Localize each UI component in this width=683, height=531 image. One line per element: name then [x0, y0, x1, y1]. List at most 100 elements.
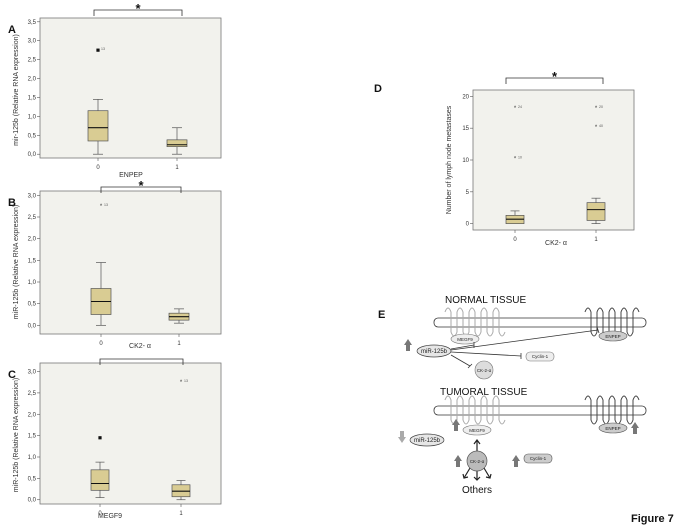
- significance-star: *: [135, 1, 141, 16]
- significance-bracket: [93, 9, 183, 16]
- mir125b-node-tumoral: [409, 433, 445, 447]
- box: [166, 139, 188, 147]
- outlier-label: 10: [518, 156, 522, 160]
- plot-area-a: [39, 17, 222, 159]
- y-tick-label: 2,5: [28, 215, 37, 221]
- box: [90, 469, 110, 491]
- mir125b-node-normal: [416, 344, 452, 358]
- outlier-point: [98, 436, 102, 440]
- outlier-point: *: [514, 157, 517, 163]
- ylabel-d: Number of lymph node metastases: [446, 105, 453, 214]
- cyclin-node-tumoral: [523, 453, 553, 464]
- up-arrow-icon: [512, 455, 520, 467]
- outlier-point: *: [514, 106, 517, 112]
- y-tick-label: 0,0: [28, 498, 37, 504]
- x-tick-label: 1: [177, 341, 181, 347]
- normal-membrane: [433, 317, 647, 328]
- up-arrow-icon: [631, 422, 639, 434]
- x-tick-label: 1: [179, 511, 183, 517]
- y-tick-label: 0: [466, 222, 470, 228]
- y-tick-label: 1,5: [28, 434, 37, 440]
- panel-letter-d: D: [374, 83, 382, 95]
- megf9-receptor-normal: [444, 307, 506, 337]
- tumoral-tissue-title: TUMORAL TISSUE: [440, 387, 528, 398]
- box: [87, 110, 109, 142]
- cyclin-node-normal: [525, 351, 555, 362]
- inhibition-lines-normal: [450, 326, 600, 369]
- ck2-label-normal: CK-2-α: [477, 368, 492, 373]
- y-tick-label: 0,5: [28, 133, 37, 139]
- y-tick-label: 0,0: [28, 152, 37, 158]
- plot-area-b: [39, 190, 222, 335]
- y-tick-label: 10: [462, 158, 469, 164]
- x-tick-label: 1: [175, 165, 179, 171]
- significance-star: *: [552, 69, 558, 84]
- cyclin-label-normal: Cyclin-1: [532, 354, 549, 359]
- outlier-label: 13: [104, 203, 108, 207]
- outlier-point: *: [100, 204, 103, 210]
- panel-letter-b: B: [8, 197, 16, 209]
- megf9-node-tumoral: [462, 424, 492, 436]
- xlabel-a: ENPEP: [119, 172, 143, 179]
- enpep-receptor-normal: [584, 307, 640, 337]
- y-tick-label: 20: [462, 94, 469, 100]
- y-tick-label: 3,0: [28, 39, 37, 45]
- ylabel-c: miR-125b (Relative RNA expression): [13, 378, 20, 492]
- ck2-node-normal: [474, 360, 494, 380]
- significance-bracket: [100, 186, 182, 193]
- down-arrow-icon: [398, 431, 406, 443]
- outlier-label: 24: [518, 105, 522, 109]
- xlabel-c: MEGF9: [98, 513, 122, 520]
- xlabel-b: CK2- α: [129, 343, 151, 350]
- x-tick-label: 0: [96, 165, 100, 171]
- enpep-node-tumoral: [598, 422, 628, 434]
- up-arrow-icon: [404, 339, 412, 351]
- up-arrow-icon: [454, 455, 462, 467]
- panel-letter-c: C: [8, 369, 16, 381]
- outlier-point: *: [595, 125, 598, 131]
- plot-area-c: [39, 362, 222, 505]
- others-label: Others: [462, 485, 492, 496]
- box: [586, 202, 606, 221]
- y-tick-label: 0,5: [28, 302, 37, 308]
- outlier-label: 13: [101, 47, 105, 51]
- significance-bracket: [505, 77, 604, 84]
- mir125b-label-tumoral: miR-125b: [414, 438, 441, 444]
- outlier-label: 13: [184, 379, 188, 383]
- megf9-node-normal: [450, 333, 480, 345]
- panel-letter-a: A: [8, 24, 16, 36]
- outlier-label: 40: [599, 124, 603, 128]
- y-tick-label: 3,5: [28, 20, 37, 26]
- up-arrow-icon: [452, 419, 460, 431]
- xlabel-d: CK2- α: [545, 240, 567, 247]
- enpep-label-normal: ENPEP: [605, 334, 620, 339]
- ylabel-a: mir-125b (Relative RNA expression): [13, 34, 20, 146]
- plot-area-d: [472, 89, 635, 231]
- y-tick-label: 0,0: [28, 323, 37, 329]
- y-tick-label: 2,0: [28, 77, 37, 83]
- panel-letter-e: E: [378, 309, 385, 321]
- ck2-node-tumoral: [466, 450, 488, 472]
- y-tick-label: 1,0: [28, 455, 37, 461]
- y-tick-label: 1,0: [28, 280, 37, 286]
- cyclin-label-tumoral: Cyclin-1: [530, 456, 547, 461]
- megf9-label-tumoral: MEGF9: [469, 428, 485, 433]
- activation-arrows-tumoral: [462, 439, 492, 481]
- tumoral-membrane: [433, 405, 647, 416]
- significance-bracket: [99, 358, 184, 365]
- y-tick-label: 2,5: [28, 58, 37, 64]
- enpep-label-tumoral: ENPEP: [605, 426, 620, 431]
- y-tick-label: 2,0: [28, 237, 37, 243]
- y-tick-label: 1,5: [28, 95, 37, 101]
- enpep-receptor-tumoral: [584, 395, 640, 425]
- x-tick-label: 0: [513, 237, 517, 243]
- normal-tissue-title: NORMAL TISSUE: [445, 295, 526, 306]
- significance-star: *: [138, 178, 144, 193]
- outlier-point: *: [180, 380, 183, 386]
- y-tick-label: 2,5: [28, 391, 37, 397]
